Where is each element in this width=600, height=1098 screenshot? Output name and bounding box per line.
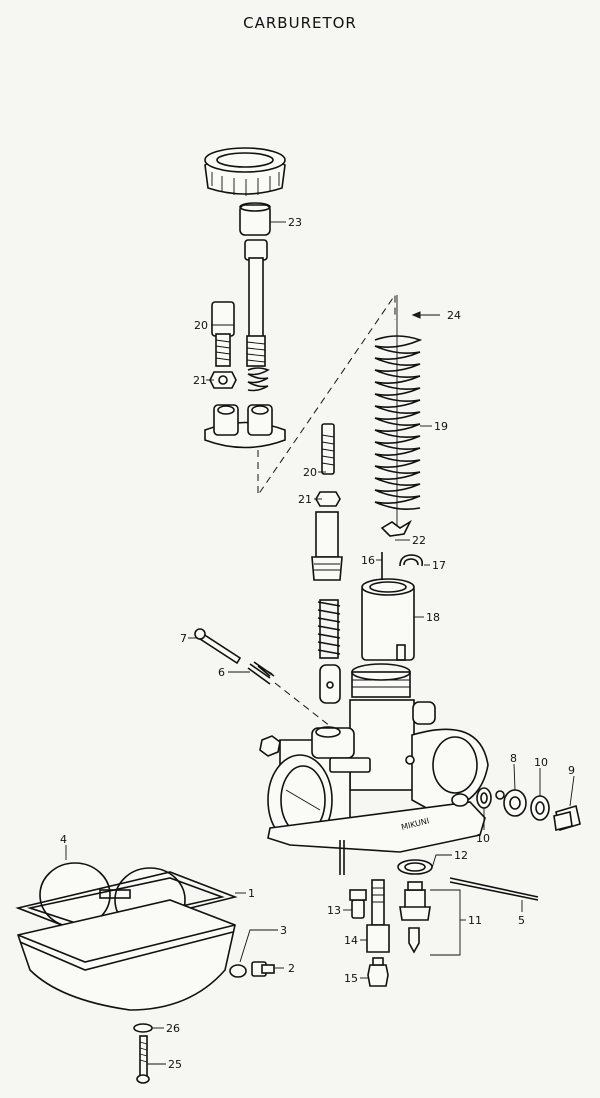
callout-9: 9 <box>568 764 575 777</box>
callout-7: 7 <box>180 632 187 645</box>
callout-14: 14 <box>344 934 358 947</box>
callout-23: 23 <box>288 216 302 229</box>
callout-12: 12 <box>454 849 468 862</box>
callout-1: 1 <box>248 887 255 900</box>
cable-adjuster-rod <box>244 239 268 367</box>
cable-adjuster-cap-23 <box>239 202 271 236</box>
float-needle <box>408 927 420 954</box>
float-arm-pin-5 <box>449 877 539 901</box>
throttle-stop-spring-6 <box>247 661 275 685</box>
callout-21-lower: 21 <box>298 493 312 506</box>
assembly-line-stop-screw <box>274 682 336 731</box>
jet-holder-14 <box>366 879 390 953</box>
starter-spring <box>317 599 341 659</box>
callout-10-outer: 10 <box>534 756 548 769</box>
mixing-chamber-cap <box>204 147 286 196</box>
cap-plate <box>204 404 286 449</box>
callout-6: 6 <box>218 666 225 679</box>
carburetor-body: MIKUNI <box>259 663 489 875</box>
callout-20-lower: 20 <box>303 466 317 479</box>
throttle-valve-18 <box>361 578 415 661</box>
small-spring <box>247 367 270 392</box>
callout-10-inner: 10 <box>476 832 490 845</box>
callout-16: 16 <box>361 554 375 567</box>
callout-8: 8 <box>510 752 517 765</box>
air-screw-8 <box>495 789 527 817</box>
callout-21-upper: 21 <box>193 374 207 387</box>
starter-plunger <box>319 664 341 704</box>
callout-20-upper: 20 <box>194 319 208 332</box>
callout-22: 22 <box>412 534 426 547</box>
callout-17: 17 <box>432 559 446 572</box>
callout-13: 13 <box>327 904 341 917</box>
adjuster-screw-20-lower <box>321 423 335 475</box>
callout-labels: 23 24 20 21 19 20 21 22 16 17 18 7 6 8 1… <box>60 216 575 1071</box>
callout-25: 25 <box>168 1058 182 1071</box>
washer-26 <box>133 1023 153 1033</box>
adjuster-screw-20-upper <box>211 301 235 367</box>
callout-5: 5 <box>518 914 525 927</box>
main-jet-15 <box>367 957 389 987</box>
valve-seat <box>399 881 431 921</box>
starter-cap <box>311 511 343 581</box>
callout-2: 2 <box>288 962 295 975</box>
washer-10-outer <box>530 795 550 821</box>
callout-19: 19 <box>434 420 448 433</box>
callout-4: 4 <box>60 833 67 846</box>
bowl-screw-25 <box>136 1035 150 1084</box>
callout-11: 11 <box>468 914 482 927</box>
diagram-title: CARBURETOR <box>243 14 357 32</box>
washer-12 <box>397 859 433 875</box>
callout-3: 3 <box>280 924 287 937</box>
callout-24: 24 <box>447 309 461 322</box>
float-bowl <box>16 899 236 1011</box>
needle-clip-17 <box>399 554 424 567</box>
drain-screw-washer-3 <box>229 964 247 978</box>
needle-jet-13 <box>349 889 367 919</box>
leader-lines <box>65 221 575 1065</box>
callout-18: 18 <box>426 611 440 624</box>
callout-26: 26 <box>166 1022 180 1035</box>
callout-15: 15 <box>344 972 358 985</box>
needle-clip-plate-22 <box>380 519 412 537</box>
throttle-stop-screw-7 <box>194 628 242 665</box>
plug-screw-9 <box>553 804 581 832</box>
throttle-spring-19 <box>374 335 423 510</box>
washer-10-inner <box>476 787 492 809</box>
drain-screw-2 <box>251 961 275 977</box>
